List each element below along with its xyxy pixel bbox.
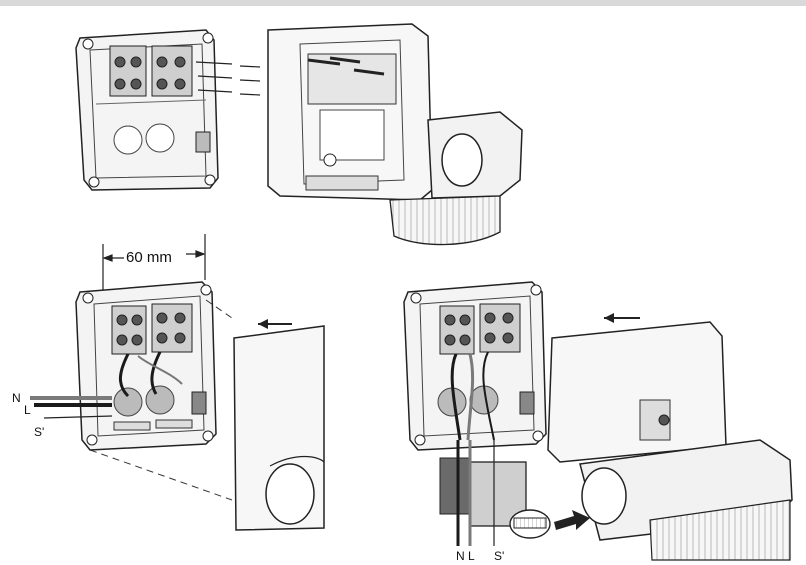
- top-base-plate: [75, 29, 219, 191]
- left-base-plate: [75, 281, 217, 451]
- top-exploded-view: [75, 23, 523, 246]
- right-base-plate: [403, 281, 547, 451]
- left-projection-lines: [89, 299, 233, 501]
- right-direction-arrow: [604, 313, 640, 323]
- wire-label-l-left: L: [24, 403, 31, 417]
- wire-label-l-right: L: [468, 549, 475, 563]
- top-housing: [267, 23, 523, 246]
- left-incoming-wires: [30, 396, 113, 419]
- wire-label-n-left: N: [12, 391, 21, 405]
- wire-label-n-right: N: [456, 549, 465, 563]
- insert-arrow: [554, 510, 590, 530]
- top-terminal-block: [109, 45, 193, 97]
- right-terminal-block: [439, 303, 521, 355]
- dimension-label: 60 mm: [126, 249, 172, 266]
- bottom-left-view: 60 mm: [12, 234, 325, 531]
- left-terminal-block: [111, 303, 193, 355]
- cable-strip-detail: [509, 509, 551, 539]
- top-rule: [0, 0, 806, 6]
- dimension-indicator: [102, 234, 206, 290]
- right-housing: [547, 321, 793, 561]
- wire-label-s-right: S': [494, 549, 504, 563]
- left-housing: [233, 325, 325, 531]
- left-direction-arrow: [258, 319, 292, 329]
- wire-label-s-left: S': [34, 425, 44, 439]
- bottom-right-view: N L S': [403, 281, 793, 563]
